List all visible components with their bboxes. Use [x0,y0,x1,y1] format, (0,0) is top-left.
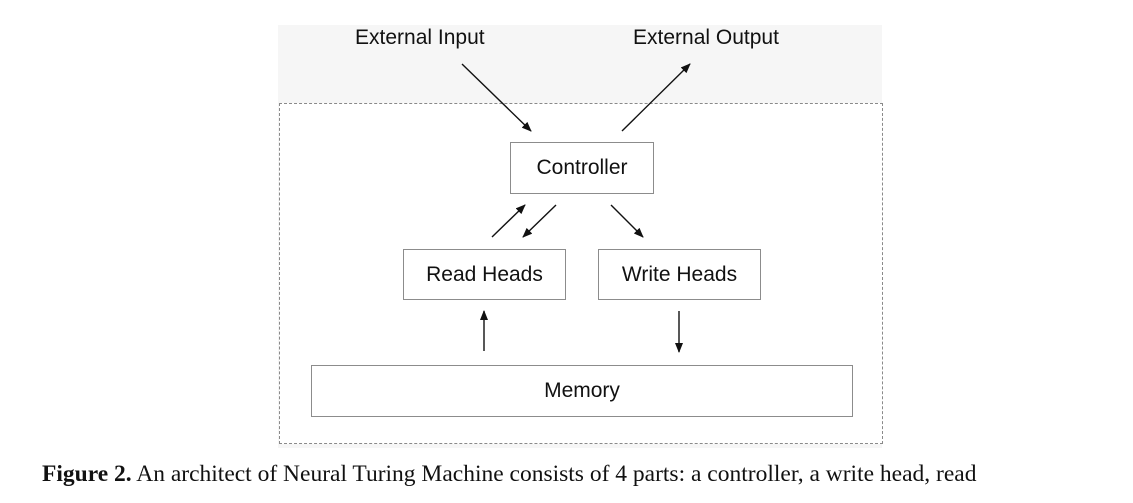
figure-caption: Figure 2. An architect of Neural Turing … [42,461,1132,488]
external-output-label: External Output [633,26,779,49]
figure-caption-text: An architect of Neural Turing Machine co… [136,461,977,487]
memory-label: Memory [544,379,620,402]
write-heads-label: Write Heads [621,262,738,286]
controller-label: Controller [536,156,628,179]
controller-to-output-arrow [621,63,691,132]
input-to-controller-arrow [461,63,532,132]
read-heads-to-controller-arrow [491,204,526,238]
write-heads-box: Write Heads [598,249,761,300]
read-heads-label: Read Heads [426,262,543,286]
read-heads-box: Read Heads [403,249,566,300]
external-input-label: External Input [355,26,485,49]
controller-to-read-heads-arrow [522,204,557,238]
controller-to-write-heads-arrow [610,204,644,238]
controller-box: Controller [510,142,654,194]
memory-box: Memory [311,365,853,417]
figure-label: Figure 2. [42,461,132,487]
